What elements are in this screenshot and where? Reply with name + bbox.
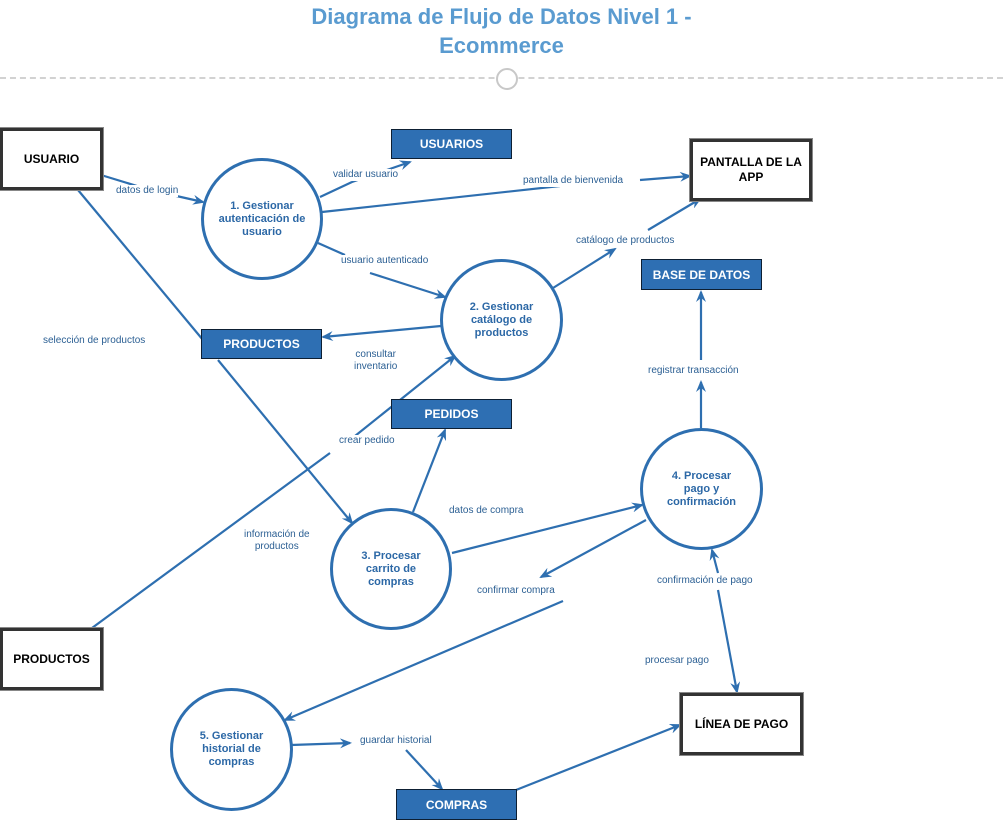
process-label: 1. Gestionar autenticación de usuario <box>218 199 306 238</box>
flow-label-informacion-productos: información de productos <box>244 529 310 553</box>
flow-consultar-inventario <box>321 324 442 342</box>
flow-label-registrar-transaccion: registrar transacción <box>648 365 739 377</box>
data-store-compras[interactable]: COMPRAS <box>396 789 517 820</box>
data-store-label: PRODUCTOS <box>223 337 300 351</box>
flow-productos-a-carrito <box>217 359 354 525</box>
diagram-title-line-1: Diagrama de Flujo de Datos Nivel 1 - <box>311 4 692 29</box>
flow-confirmar-compra <box>539 519 647 578</box>
flow-label-pantalla-bienvenida: pantalla de bienvenida <box>523 175 624 187</box>
flow-label-crear-pedido: crear pedido <box>339 435 395 447</box>
flow-label-validar-usuario: validar usuario <box>333 169 399 181</box>
external-entity-linea-pago[interactable]: LÍNEA DE PAGO <box>679 692 804 756</box>
flow-datos-compra <box>451 502 644 555</box>
flow-catalogo-a <box>552 247 617 289</box>
external-entity-label: PANTALLA DE LA APP <box>700 155 802 184</box>
process-label: 2. Gestionar catálogo de productos <box>469 300 534 339</box>
data-store-productos[interactable]: PRODUCTOS <box>201 329 322 359</box>
flow-label-catalogo-productos: catálogo de productos <box>576 235 675 247</box>
external-entity-label: USUARIO <box>23 151 80 166</box>
flow-label-line: información de <box>244 529 310 540</box>
flow-confirmacion-pago <box>709 548 720 574</box>
process-label: 5. Gestionar historial de compras <box>199 730 264 768</box>
external-entity-usuario[interactable]: USUARIO <box>0 127 104 191</box>
external-entity-label: LÍNEA DE PAGO <box>694 716 789 731</box>
data-store-label: COMPRAS <box>425 797 488 812</box>
flow-label-line: productos <box>254 541 299 552</box>
external-entity-productos[interactable]: PRODUCTOS <box>0 627 104 691</box>
process-4-pago[interactable]: 4. Procesar pago y confirmación <box>640 428 763 550</box>
flow-label-usuario-autenticado: usuario autenticado <box>341 255 429 267</box>
data-store-base-datos[interactable]: BASE DE DATOS <box>641 259 762 290</box>
process-5-historial[interactable]: 5. Gestionar historial de compras <box>170 688 293 811</box>
diagram-title: Diagrama de Flujo de Datos Nivel 1 - Eco… <box>0 2 1003 60</box>
diagram-title-line-2: Ecommerce <box>439 33 564 58</box>
external-entity-label: PRODUCTOS <box>13 651 90 666</box>
flow-usuario-autenticado <box>317 241 445 297</box>
process-label: 4. Procesar pago y confirmación <box>666 469 737 508</box>
flow-label-procesar-pago: procesar pago <box>645 655 709 667</box>
flow-pantalla-bienvenida <box>321 176 690 214</box>
flow-label-confirmacion-pago: confirmación de pago <box>657 575 753 587</box>
flow-compras-a-linea-pago <box>515 723 682 792</box>
flow-crear-pedido <box>91 356 455 629</box>
process-label: 3. Procesar carrito de compras <box>361 549 421 588</box>
flow-guardar-historial <box>290 738 352 749</box>
data-store-label: PEDIDOS <box>424 407 479 421</box>
flow-label-confirmar-compra: confirmar compra <box>477 585 555 597</box>
flow-procesar-pago <box>716 589 741 694</box>
data-store-label: USUARIOS <box>419 137 484 151</box>
flow-label-line: inventario <box>354 361 398 372</box>
process-3-carrito[interactable]: 3. Procesar carrito de compras <box>330 508 452 630</box>
data-store-pedidos[interactable]: PEDIDOS <box>391 399 512 429</box>
process-2-catalogo[interactable]: 2. Gestionar catálogo de productos <box>440 259 563 381</box>
data-store-label: BASE DE DATOS <box>652 267 751 282</box>
flow-label-consultar-inventario: consultar inventario <box>354 349 398 373</box>
data-store-usuarios[interactable]: USUARIOS <box>391 129 512 159</box>
flow-label-guardar-historial: guardar historial <box>360 735 432 747</box>
process-1-autenticacion[interactable]: 1. Gestionar autenticación de usuario <box>201 158 323 280</box>
flow-label-seleccion-productos: selección de productos <box>43 335 146 347</box>
flow-guardar-a-compras <box>405 749 444 791</box>
flow-a-historial <box>283 599 564 722</box>
flow-carrito-a-pedidos <box>411 428 447 513</box>
flow-label-datos-login: datos de login <box>116 185 179 197</box>
flow-label-datos-compra: datos de compra <box>449 505 524 517</box>
flow-seleccion-productos <box>77 189 204 341</box>
external-entity-pantalla-app[interactable]: PANTALLA DE LA APP <box>689 138 813 202</box>
separator-handle[interactable] <box>496 68 518 90</box>
flow-catalogo-b <box>647 197 702 231</box>
flow-label-line: consultar <box>355 349 396 360</box>
